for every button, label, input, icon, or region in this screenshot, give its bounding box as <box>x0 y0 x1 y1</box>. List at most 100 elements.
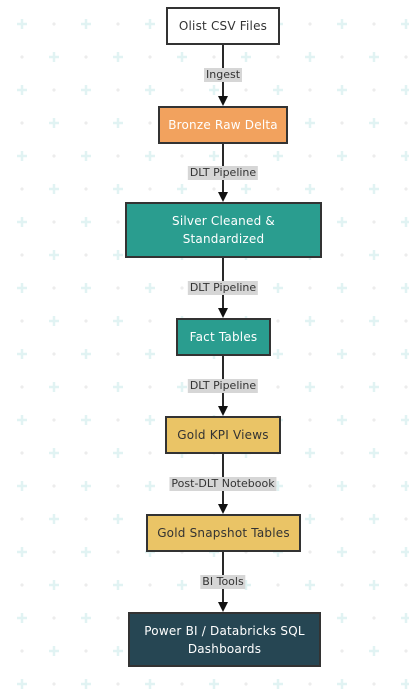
grid-plus <box>401 283 409 293</box>
grid-dot <box>372 88 376 92</box>
grid-dot <box>52 418 56 422</box>
grid-plus <box>401 151 409 161</box>
grid-dot <box>308 22 312 26</box>
grid-plus <box>401 415 409 425</box>
grid-dot <box>52 88 56 92</box>
grid-plus <box>113 448 123 458</box>
grid-dot <box>340 451 344 455</box>
grid-plus <box>273 679 283 689</box>
edge-label-bi-tools: BI Tools <box>200 575 246 589</box>
grid-plus <box>401 349 409 359</box>
grid-dot <box>404 385 408 389</box>
grid-dot <box>308 484 312 488</box>
grid-plus <box>369 514 379 524</box>
grid-plus <box>17 481 27 491</box>
grid-dot <box>84 253 88 257</box>
grid-plus <box>145 349 155 359</box>
grid-dot <box>276 385 280 389</box>
grid-dot <box>116 286 120 290</box>
grid-plus <box>369 382 379 392</box>
grid-plus <box>17 547 27 557</box>
grid-dot <box>308 418 312 422</box>
grid-plus <box>305 316 315 326</box>
grid-plus <box>17 349 27 359</box>
grid-plus <box>81 85 91 95</box>
grid-dot <box>276 187 280 191</box>
grid-plus <box>401 85 409 95</box>
grid-dot <box>20 253 24 257</box>
grid-plus <box>81 349 91 359</box>
grid-dot <box>404 649 408 653</box>
edge-arrowhead <box>218 96 228 106</box>
grid-dot <box>340 517 344 521</box>
grid-dot <box>52 286 56 290</box>
grid-dot <box>180 88 184 92</box>
grid-plus <box>113 184 123 194</box>
grid-plus <box>369 250 379 260</box>
grid-dot <box>372 22 376 26</box>
grid-dot <box>276 319 280 323</box>
grid-plus <box>81 613 91 623</box>
grid-dot <box>404 253 408 257</box>
grid-plus <box>17 415 27 425</box>
grid-plus <box>49 118 59 128</box>
grid-dot <box>340 121 344 125</box>
grid-dot <box>52 484 56 488</box>
grid-dot <box>340 187 344 191</box>
grid-dot <box>308 682 312 686</box>
grid-dot <box>116 616 120 620</box>
grid-dot <box>84 187 88 191</box>
grid-plus <box>337 547 347 557</box>
grid-plus <box>273 283 283 293</box>
grid-dot <box>372 352 376 356</box>
grid-dot <box>116 418 120 422</box>
grid-plus <box>145 679 155 689</box>
grid-dot <box>180 682 184 686</box>
grid-plus <box>81 19 91 29</box>
grid-dot <box>116 22 120 26</box>
grid-plus <box>337 679 347 689</box>
grid-dot <box>116 484 120 488</box>
grid-dot <box>404 583 408 587</box>
grid-dot <box>20 187 24 191</box>
grid-plus <box>113 646 123 656</box>
grid-plus <box>209 679 219 689</box>
grid-dot <box>148 187 152 191</box>
grid-dot <box>372 484 376 488</box>
grid-dot <box>84 121 88 125</box>
edge-label-dlt-pipeline-2: DLT Pipeline <box>187 281 259 295</box>
grid-dot <box>116 88 120 92</box>
grid-dot <box>244 154 248 158</box>
grid-dot <box>20 451 24 455</box>
edge-arrowhead <box>218 406 228 416</box>
grid-plus <box>145 19 155 29</box>
grid-dot <box>340 385 344 389</box>
grid-plus <box>401 481 409 491</box>
grid-plus <box>81 679 91 689</box>
grid-plus <box>337 19 347 29</box>
grid-dot <box>116 352 120 356</box>
grid-dot <box>148 583 152 587</box>
grid-plus <box>145 481 155 491</box>
grid-plus <box>369 184 379 194</box>
grid-dot <box>116 220 120 224</box>
grid-plus <box>113 382 123 392</box>
grid-dot <box>244 88 248 92</box>
grid-dot <box>52 550 56 554</box>
grid-plus <box>401 19 409 29</box>
edge-arrowhead <box>218 504 228 514</box>
grid-plus <box>337 283 347 293</box>
grid-plus <box>49 250 59 260</box>
grid-plus <box>177 52 187 62</box>
grid-plus <box>337 151 347 161</box>
grid-plus <box>81 151 91 161</box>
grid-dot <box>84 55 88 59</box>
grid-plus <box>17 613 27 623</box>
grid-plus <box>177 184 187 194</box>
grid-dot <box>52 22 56 26</box>
edge-label-ingest: Ingest <box>203 68 243 82</box>
grid-dot <box>52 154 56 158</box>
grid-dot <box>148 451 152 455</box>
grid-dot <box>372 616 376 620</box>
grid-plus <box>369 118 379 128</box>
